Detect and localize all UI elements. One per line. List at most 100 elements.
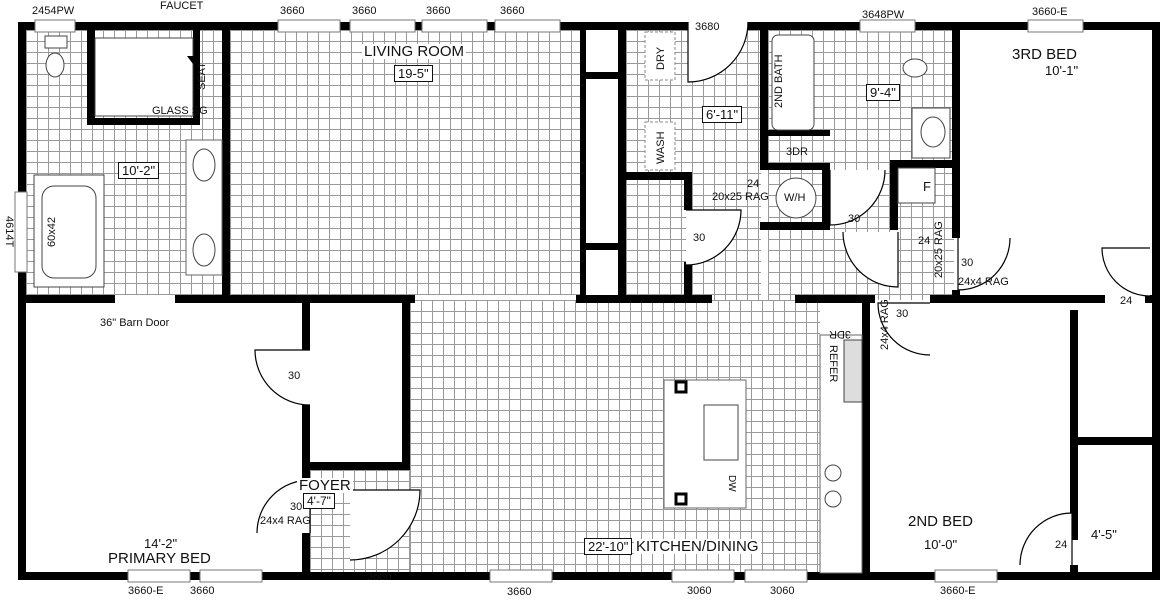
window [744,569,808,583]
kitchen-floor [410,300,820,572]
wall [618,30,626,175]
wall [684,172,692,210]
second-bath-dim: 9'-4" [866,84,900,101]
primary-closet-door-label: 30 [288,370,301,382]
window [421,19,488,33]
wall [18,572,1160,580]
third-bed-dim: 10'-1" [1045,63,1079,78]
kitchen-rag-label: 24x4 RAG [879,299,891,350]
second-closet-door-label: 24 [1055,539,1068,551]
window-label: 3660-E [1032,6,1068,18]
seat-label: SEAT [196,62,208,90]
faucet-label: FAUCET [160,0,204,12]
hall-door-label: 30 [693,232,706,244]
wall [193,30,200,125]
wall [1145,295,1160,303]
wall [952,30,960,238]
barn-door-label: 36" Barn Door [100,317,170,329]
second-bed-label: 2ND BED [908,513,974,530]
washer-label: WASH [655,131,667,164]
wall [930,295,1105,303]
toilet [902,58,928,78]
furnace-rag-label: 20x25 RAG [933,221,945,278]
window [34,19,76,33]
window-label: 3060 [687,585,712,597]
door-swing [1101,247,1151,297]
window [671,569,735,583]
wall [618,172,626,295]
dryer-label: DRY [655,46,667,70]
window [199,569,263,583]
wall [580,72,625,79]
bed3-rag-label: 24x4 RAG [958,276,1009,288]
island-post [674,492,688,506]
window-label: 4614T [3,216,15,248]
window [127,569,191,583]
bathtub [33,174,105,288]
burner [824,464,842,482]
wall [1070,310,1078,540]
wall [760,163,830,170]
window-label: 3660-E [128,585,164,597]
second-bath-label: 2ND BATH [773,54,785,108]
foyer-label: FOYER [297,477,353,494]
door-swing [877,302,931,356]
wall [302,462,410,470]
tub-label: 60x42 [46,217,58,247]
sink [192,148,216,182]
dryer [644,31,676,81]
wall [22,295,115,303]
window [1027,19,1084,33]
window [277,19,341,33]
wall [618,172,690,180]
kitchen-dim: 22'-10" [584,538,633,555]
wall [795,295,875,303]
kitchen-drawer-label: 3DR [829,328,852,340]
wall [890,160,898,230]
wall [302,303,310,350]
wall [175,295,415,303]
window-label: 3648PW [862,9,905,21]
door-swing [349,489,421,561]
kitchen-label: KITCHEN/DINING [634,538,761,555]
water-heater [775,177,817,219]
refrigerator-hatch [843,339,863,403]
second-closet-dim: 4'-5" [1091,527,1117,542]
wall [890,160,955,168]
third-bed-label: 3RD BED [1012,46,1078,63]
primary-bath-dim: 10'-2" [118,162,160,179]
window-label: 3660 [426,5,451,17]
window [489,569,553,583]
window-label: 3680 [367,571,392,583]
burner [824,490,842,508]
window [14,191,28,273]
living-room-dim: 19-5" [394,65,433,82]
faucet-marker [187,56,199,64]
furnace [897,167,936,204]
wall [760,30,768,170]
window-label: 3660-E [940,585,976,597]
window-label: 3660 [190,585,215,597]
wall [760,130,830,136]
wall [302,533,310,575]
window [859,19,916,33]
wall [18,22,1160,30]
window [494,19,561,33]
wall [576,295,712,303]
window-label: 3660 [352,5,377,17]
wh-rag-label: 20x25 RAG [712,191,769,203]
wall [862,303,870,580]
window-label: 3660 [280,5,305,17]
wall [684,262,692,300]
second-bath-tub [771,34,815,131]
wall [822,163,830,230]
washer [644,121,676,171]
second-bed-dim: 10'-0" [924,537,958,552]
window-label: 2454PW [32,5,75,17]
glass-label: GLASS SG [152,105,208,117]
door-swing [1019,512,1073,566]
sink [920,116,946,148]
door-swing [957,237,1011,291]
toilet-tank [44,35,68,49]
